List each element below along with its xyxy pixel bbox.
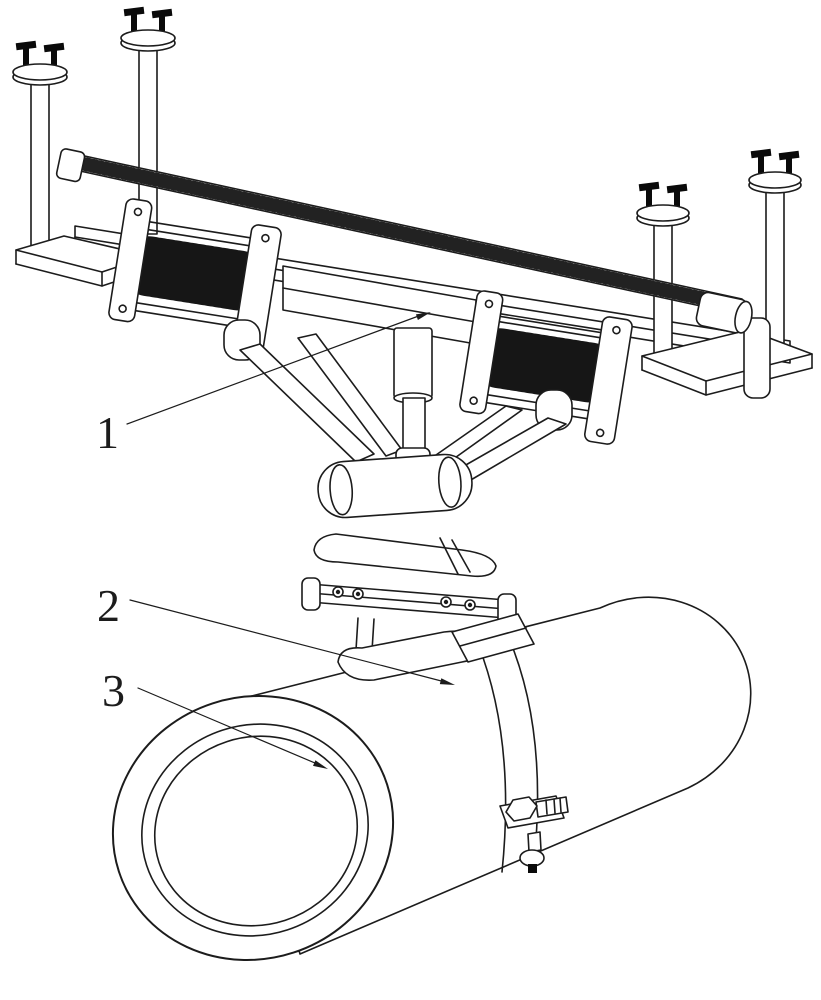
clamp-bolt [499,795,569,873]
leader-line-1 [126,313,425,425]
pipe-bore [153,735,359,927]
center-piston [393,327,433,465]
spring-housing-left [108,198,282,353]
bolt-heads-icon [123,6,173,34]
threaded-rod [55,148,753,334]
spring-housing-right [459,290,633,445]
end-bracket [743,317,771,399]
arrowhead-3 [313,760,328,769]
bolt-tip [528,864,537,873]
leader-line-2 [129,599,450,684]
clamp-band-plate [451,613,535,663]
thread-pattern [73,156,749,314]
coil-spring [118,236,270,311]
hex-head [505,796,538,822]
clamp-band [451,613,539,873]
arrowhead-2 [439,678,455,685]
bolt-heads-icon [15,40,65,68]
pipe [111,596,752,961]
bolt-heads-icon [638,181,688,209]
trunnion-cylinder [317,453,473,519]
bolt-heads-icon [750,148,800,176]
anchor-bolt-group-1 [12,40,68,251]
label-1: 1 [96,407,119,458]
rod-end-coupler [695,291,753,334]
suspension-struts [239,333,567,485]
anchor-bolt-group-2 [120,6,176,235]
arrowhead-1 [415,312,431,320]
coil-spring [469,328,621,403]
rod-left-cap [55,148,86,183]
hex-nut [519,849,545,867]
annotations [126,312,455,769]
clamp-bracket-plate [313,533,497,578]
base-plate-right [641,317,813,399]
label-3: 3 [102,665,125,716]
slide-rail [301,577,517,627]
label-2: 2 [97,580,120,631]
anchor-bolt-group-4 [748,148,802,357]
leader-line-3 [137,687,323,767]
